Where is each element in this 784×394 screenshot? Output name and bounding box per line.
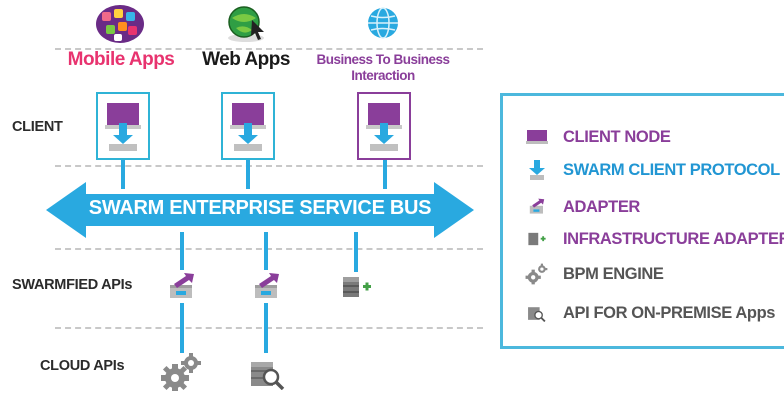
row-label-client: CLIENT xyxy=(12,119,63,135)
legend-label: INFRASTRUCTURE ADAPTER xyxy=(563,229,784,248)
connector-adapter-api xyxy=(264,303,268,353)
separator-cloud xyxy=(55,327,483,329)
connector-adapter-bpm xyxy=(180,303,184,353)
legend-item-bpm-engine: BPM ENGINE xyxy=(525,262,664,286)
legend-item-api-on-premise: API FOR ON-PREMISE Apps xyxy=(525,301,775,325)
separator-top xyxy=(55,48,483,50)
infrastructure-adapter-icon xyxy=(343,277,371,297)
connector-b2b-client xyxy=(383,159,387,189)
service-bus-label: SWARM ENTERPRISE SERVICE BUS xyxy=(88,197,432,219)
client-node-icon xyxy=(366,103,402,151)
client-node-icon xyxy=(230,103,266,151)
legend-label: API FOR ON-PREMISE Apps xyxy=(563,303,776,322)
legend-box: CLIENT NODE SWARM CLIENT PROTOCOL ADAPTE… xyxy=(500,93,784,349)
infrastructure-adapter-icon xyxy=(528,232,546,246)
mobile-apps-icon xyxy=(96,5,144,43)
mobile-apps-label: Mobile Apps xyxy=(67,49,175,70)
client-box-mobile xyxy=(96,92,150,160)
connector-bus-adapter-2 xyxy=(264,232,268,270)
client-node-icon xyxy=(526,130,548,144)
legend-item-client-node: CLIENT NODE xyxy=(525,125,671,149)
legend-label: ADAPTER xyxy=(563,197,640,216)
connector-web-client xyxy=(246,159,250,189)
bpm-engine-icon xyxy=(161,353,201,391)
adapter-icon xyxy=(170,273,194,298)
legend-label: CLIENT NODE xyxy=(563,127,671,146)
b2b-label-line1: Business To Business xyxy=(316,52,450,67)
service-bus-arrow xyxy=(46,182,474,238)
b2b-label-line2: Interaction xyxy=(351,68,415,83)
legend-label: BPM ENGINE xyxy=(563,264,664,283)
globe-icon xyxy=(368,7,398,39)
web-apps-label: Web Apps xyxy=(202,49,290,70)
connector-bus-adapter-1 xyxy=(180,232,184,270)
row-label-swarmfied: SWARMFIED APIs xyxy=(12,277,133,293)
legend-item-infrastructure-adapter: INFRASTRUCTURE ADAPTER xyxy=(525,227,784,251)
legend-item-swarm-client-protocol: SWARM CLIENT PROTOCOL xyxy=(525,158,780,182)
legend-label: SWARM CLIENT PROTOCOL xyxy=(563,160,780,179)
api-on-premise-icon xyxy=(528,307,546,322)
swarm-client-protocol-icon xyxy=(529,160,545,180)
separator-client xyxy=(55,165,483,167)
api-on-premise-icon xyxy=(251,362,285,390)
client-box-b2b xyxy=(357,92,411,160)
separator-bus xyxy=(55,248,483,250)
connector-bus-infra xyxy=(354,232,358,272)
client-node-icon xyxy=(105,103,141,151)
client-box-web xyxy=(221,92,275,160)
adapter-icon xyxy=(255,273,279,298)
globe-cursor-icon xyxy=(228,6,264,42)
connector-mobile-client xyxy=(121,159,125,189)
row-label-cloud: CLOUD APIs xyxy=(40,358,125,374)
bpm-engine-icon xyxy=(525,263,548,285)
legend-item-adapter: ADAPTER xyxy=(525,195,640,219)
adapter-icon xyxy=(529,198,545,214)
